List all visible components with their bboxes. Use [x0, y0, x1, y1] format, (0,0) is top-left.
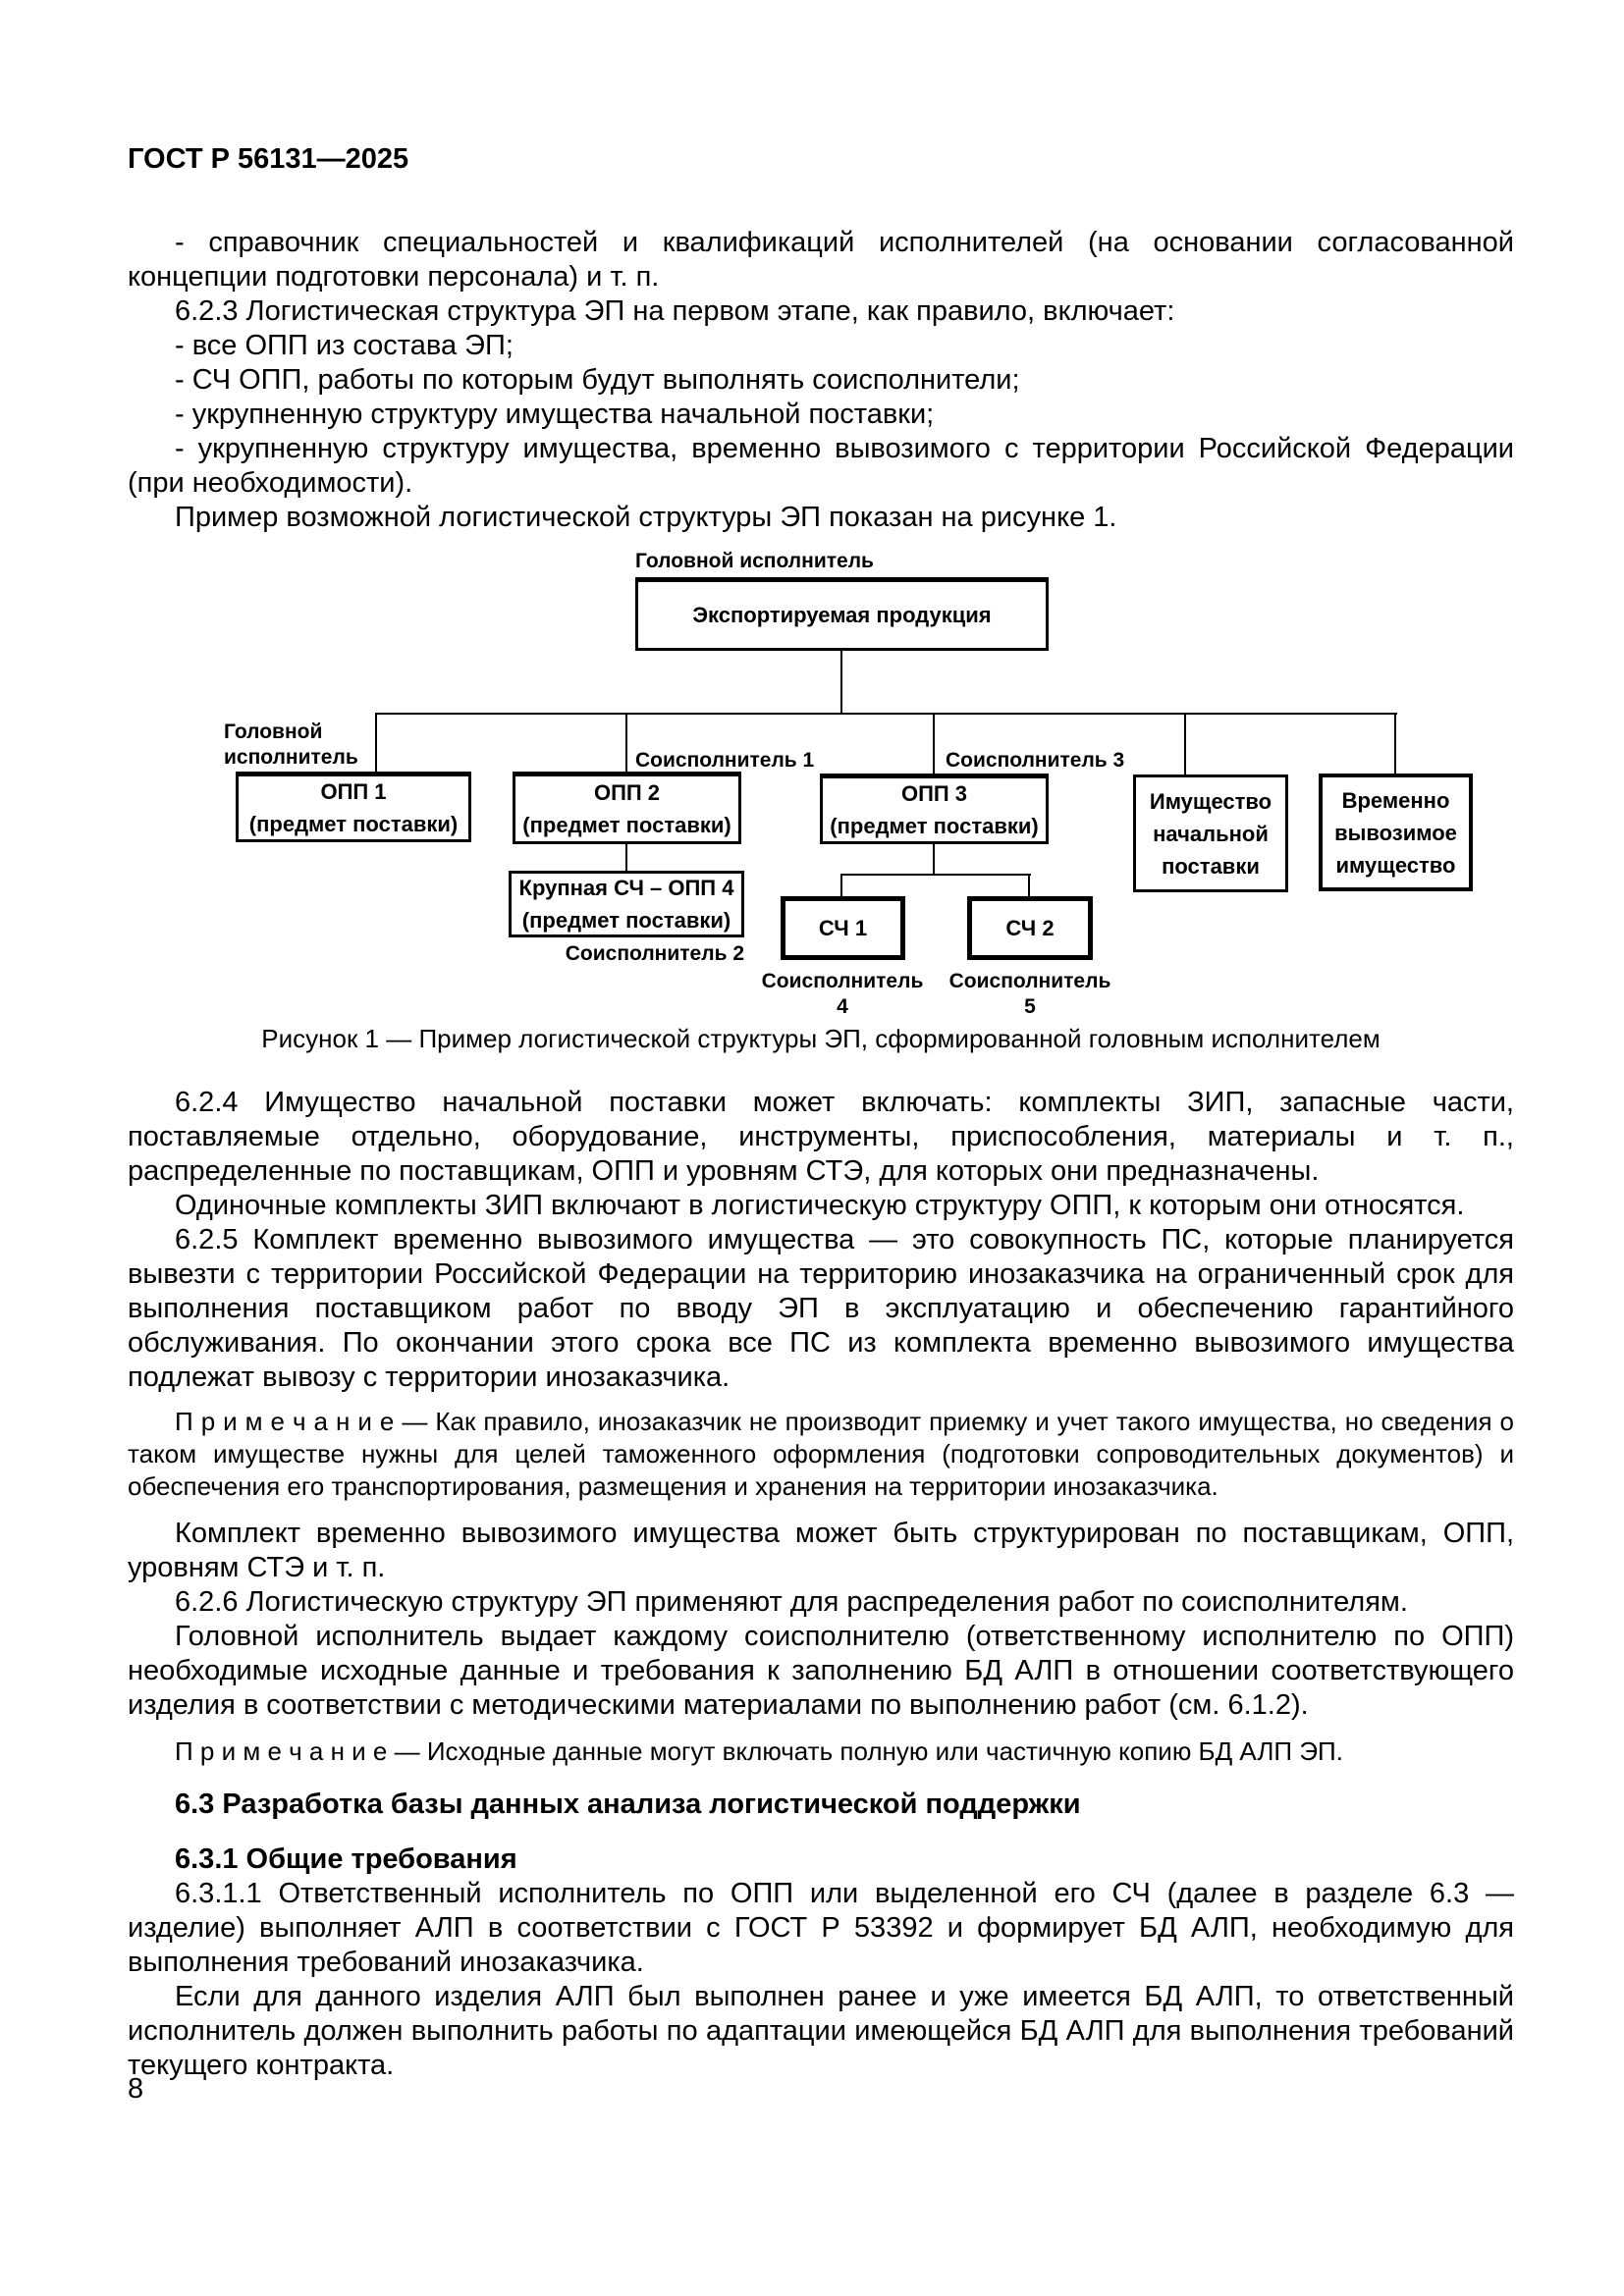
box-opp2-title: ОПП 2 [593, 780, 661, 805]
bullet-all-opp: - все ОПП из состава ЭП; [175, 330, 514, 361]
connector-drop-sch2 [1028, 874, 1030, 896]
document-header: ГОСТ Р 56131—2025 [128, 143, 409, 175]
box-sch1-label: СЧ 1 [818, 916, 868, 940]
text-block-top: - справочник специальностей и квалификац… [128, 226, 1514, 535]
figure-label-coexecutor-4: Соисполнитель 4 [761, 970, 924, 1018]
text-block-631: 6.3.1.1 Ответственный исполнитель по ОПП… [128, 1877, 1514, 2083]
note-2-text: П р и м е ч а н и е — Исходные данные мо… [175, 1736, 1343, 1766]
box-sch2-label: СЧ 2 [1005, 916, 1055, 940]
paragraph-adapt: Если для данного изделия АЛП был выполне… [128, 1981, 1514, 2081]
paragraph-zip: Одиночные комплекты ЗИП включают в логис… [175, 1190, 1465, 1221]
connector-opp2-to-opp4 [625, 844, 627, 871]
figure-label-coexecutor-5: Соисполнитель 5 [948, 970, 1111, 1018]
box-property-temporarily-exported: Временно вывозимое имущество [1319, 774, 1473, 891]
page-number: 8 [128, 2073, 144, 2105]
figure-label-coexecutor-3: Соисполнитель 3 [946, 749, 1125, 772]
heading-6-3: 6.3 Разработка базы данных анализа логис… [175, 1789, 1081, 1820]
paragraph-6-2-5: 6.2.5 Комплект временно вывозимого имуще… [128, 1224, 1514, 1393]
box-property-initial-label: Имущество начальной поставки [1149, 788, 1272, 879]
text-block-624-625: 6.2.4 Имущество начальной поставки может… [128, 1086, 1514, 1395]
connector-drop-sch1 [840, 874, 842, 896]
paragraph-example: Пример возможной логистической структуры… [175, 502, 1117, 533]
connector-drop-property-temp [1394, 713, 1396, 774]
paragraph-komplekt: Комплект временно вывозимого имущества м… [128, 1518, 1514, 1583]
connector-opp3-down [933, 844, 935, 874]
box-opp3: ОПП 3 (предмет поставки) [820, 774, 1049, 844]
bullet-sch-opp: - СЧ ОПП, работы по которым будут выполн… [175, 364, 1020, 396]
box-opp4-subtitle: (предмет поставки) [521, 908, 731, 933]
text-block-626: Комплект временно вывозимого имущества м… [128, 1517, 1514, 1723]
note-1-text: П р и м е ч а н и е — Как правило, иноза… [128, 1407, 1514, 1501]
connector-sch-horizontal [841, 874, 1031, 876]
box-property-temp-label: Временно вывозимое имущество [1334, 787, 1457, 878]
connector-drop-opp2 [625, 713, 627, 772]
box-opp4-large-component: Крупная СЧ – ОПП 4 (предмет поставки) [509, 871, 744, 937]
connector-drop-property-initial [1184, 713, 1186, 774]
note-block-2: П р и м е ч а н и е — Исходные данные мо… [128, 1735, 1514, 1768]
connector-drop-opp1 [375, 713, 377, 772]
box-property-initial-supply: Имущество начальной поставки [1133, 774, 1288, 892]
note-block-1: П р и м е ч а н и е — Как правило, иноза… [128, 1406, 1514, 1503]
paragraph-6-3-1-1: 6.3.1.1 Ответственный исполнитель по ОПП… [128, 1878, 1514, 1978]
connector-distribution-horizontal [376, 713, 1397, 715]
box-sch2: СЧ 2 [967, 896, 1093, 960]
box-opp1-subtitle: (предмет поставки) [248, 812, 459, 836]
connector-main-vertical [840, 651, 842, 713]
figure-label-head-executor-top: Головной исполнитель [635, 550, 874, 572]
box-opp2: ОПП 2 (предмет поставки) [513, 772, 741, 844]
box-opp4-title: Крупная СЧ – ОПП 4 [518, 876, 734, 900]
box-opp2-subtitle: (предмет поставки) [522, 813, 731, 837]
box-opp1: ОПП 1 (предмет поставки) [236, 772, 471, 842]
figure-logistic-structure: Головной исполнитель Экспортируемая прод… [0, 545, 1624, 1018]
figure-label-coexecutor-2: Соисполнитель 2 [565, 942, 744, 965]
box-opp3-subtitle: (предмет поставки) [830, 814, 1039, 838]
paragraph-6-2-6: 6.2.6 Логистическую структуру ЭП применя… [175, 1586, 1408, 1618]
connector-drop-opp3 [933, 713, 935, 774]
figure-label-coexecutor-1: Соисполнитель 1 [635, 749, 815, 772]
box-sch1: СЧ 1 [781, 896, 905, 960]
paragraph-handbook: - справочник специальностей и квалификац… [128, 227, 1514, 293]
box-exported-product: Экспортируемая продукция [635, 577, 1049, 651]
box-opp3-title: ОПП 3 [900, 781, 968, 806]
box-exported-product-label: Экспортируемая продукция [692, 603, 992, 627]
figure-caption: Рисунок 1 — Пример логистической структу… [261, 1024, 1380, 1053]
box-opp1-title: ОПП 1 [320, 779, 387, 804]
bullet-struct-initial: - укрупненную структуру имущества началь… [175, 399, 935, 430]
heading-6-3-1: 6.3.1 Общие требования [175, 1843, 517, 1875]
bullet-struct-temp: - укрупненную структуру имущества, време… [128, 433, 1514, 499]
figure-label-head-executor-left: Головной исполнитель [224, 721, 358, 769]
paragraph-6-2-4: 6.2.4 Имущество начальной поставки может… [128, 1087, 1514, 1187]
paragraph-6-2-3: 6.2.3 Логистическая структура ЭП на перв… [175, 295, 1175, 327]
paragraph-golovnoy: Головной исполнитель выдает каждому соис… [128, 1621, 1514, 1721]
